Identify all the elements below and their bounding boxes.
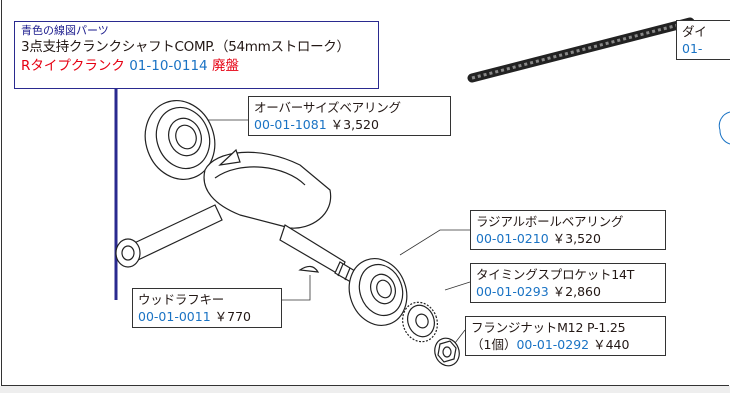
part-price: ￥440: [593, 337, 630, 352]
discontinued-label: 廃盤: [211, 58, 239, 74]
partial-circle-marker: [718, 111, 730, 145]
part-number: 00-01-0293: [476, 284, 549, 299]
part-label-oversize-bearing: オーバーサイズベアリング 00-01-1081 ￥3,520: [248, 96, 451, 136]
crankshaft: [115, 148, 371, 291]
part-number: 01-: [682, 41, 703, 56]
assembly-part-number: 01-10-0114: [129, 58, 208, 74]
part-label-woodruff-key: ウッドラフキー 00-01-0011 ￥770: [132, 288, 282, 328]
part-price: ￥2,860: [552, 284, 601, 299]
part-number: 00-01-0210: [476, 231, 549, 246]
oversize-bearing: [144, 100, 216, 180]
woodruff-key: [298, 265, 320, 273]
part-label-radial-bearing: ラジアルボールベアリング 00-01-0210 ￥3,520: [470, 210, 666, 250]
part-price: ￥3,520: [552, 231, 601, 246]
part-name: ウッドラフキー: [138, 292, 225, 307]
part-number: 00-01-1081: [254, 117, 327, 132]
part-name: ダイ: [682, 24, 707, 39]
part-name: ラジアルボールベアリング: [476, 214, 624, 229]
part-label-timing-sprocket: タイミングスプロケット14T 00-01-0293 ￥2,860: [470, 263, 666, 303]
part-name: フランジナットM12 P-1.25: [471, 320, 626, 335]
assembly-part-line: Rタイプクランク 01-10-0114 廃盤: [21, 57, 372, 76]
diagram-frame: [1, 0, 729, 386]
radial-bearing: [348, 258, 408, 326]
part-label-flange-nut: フランジナットM12 P-1.25 （1個）00-01-0292 ￥440: [465, 316, 666, 356]
blue-line-parts-note: 青色の線図パーツ: [21, 24, 109, 37]
bottom-band: [0, 386, 730, 393]
part-name: タイミングスプロケット14T: [476, 267, 635, 282]
part-number: 00-01-0292: [516, 337, 590, 352]
part-price: ￥3,520: [330, 117, 379, 132]
part-number: 00-01-0011: [138, 309, 211, 324]
part-label-chain: ダイ 01-: [676, 20, 730, 60]
timing-sprocket: [402, 301, 438, 343]
type-label: Rタイプクランク: [21, 58, 125, 74]
flange-nut: [434, 337, 460, 367]
timing-chain: [467, 17, 695, 83]
assembly-title-box: 青色の線図パーツ 3点支持クランクシャフトCOMP.（54mmストローク） Rタ…: [14, 21, 379, 89]
assembly-name: 3点支持クランクシャフトCOMP.（54mmストローク）: [21, 39, 350, 55]
part-qty: （1個）: [471, 337, 517, 352]
part-name: オーバーサイズベアリング: [254, 100, 401, 115]
part-price: ￥770: [214, 309, 251, 324]
